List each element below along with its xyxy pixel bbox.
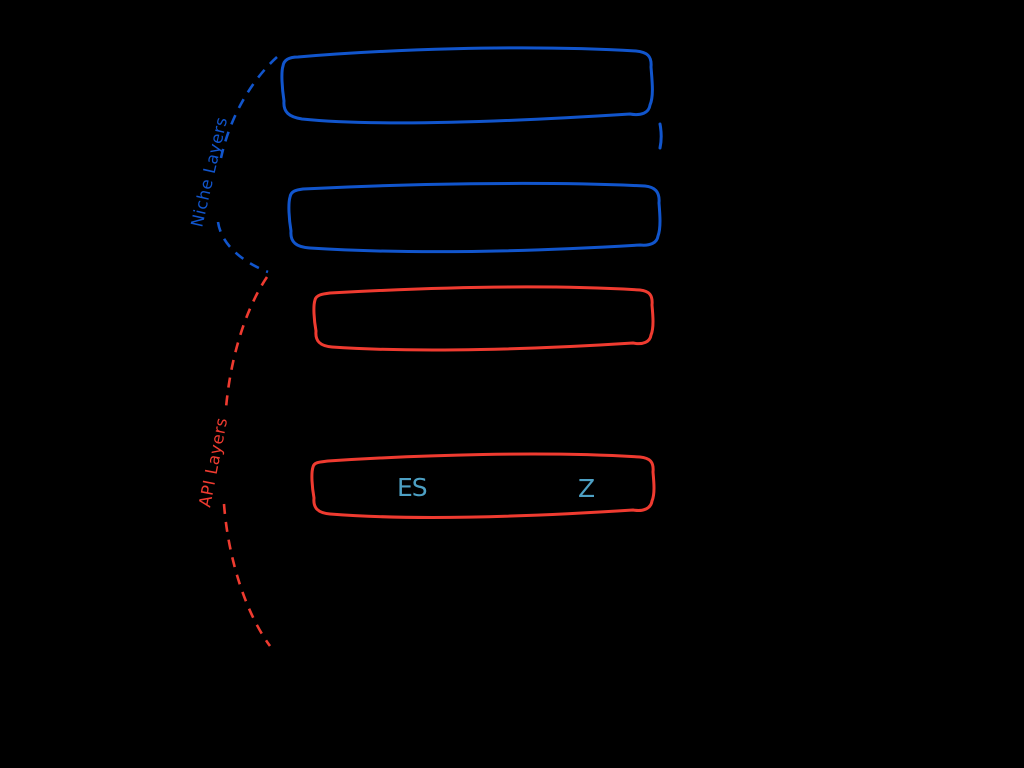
niche-layer-box-1 [280,46,654,125]
api-brace-lower [222,503,272,647]
stroke-overshoot-mark [658,122,663,150]
niche-brace-upper [219,56,278,159]
api-brace-upper [224,276,269,409]
api-box-label-es: ES [397,473,427,502]
api-box-label-z: Z [578,474,594,503]
api-layer-box-2 [310,452,656,519]
api-layer-box-1 [312,285,655,352]
niche-layer-box-2 [287,181,662,254]
niche-brace-lower [216,221,269,274]
